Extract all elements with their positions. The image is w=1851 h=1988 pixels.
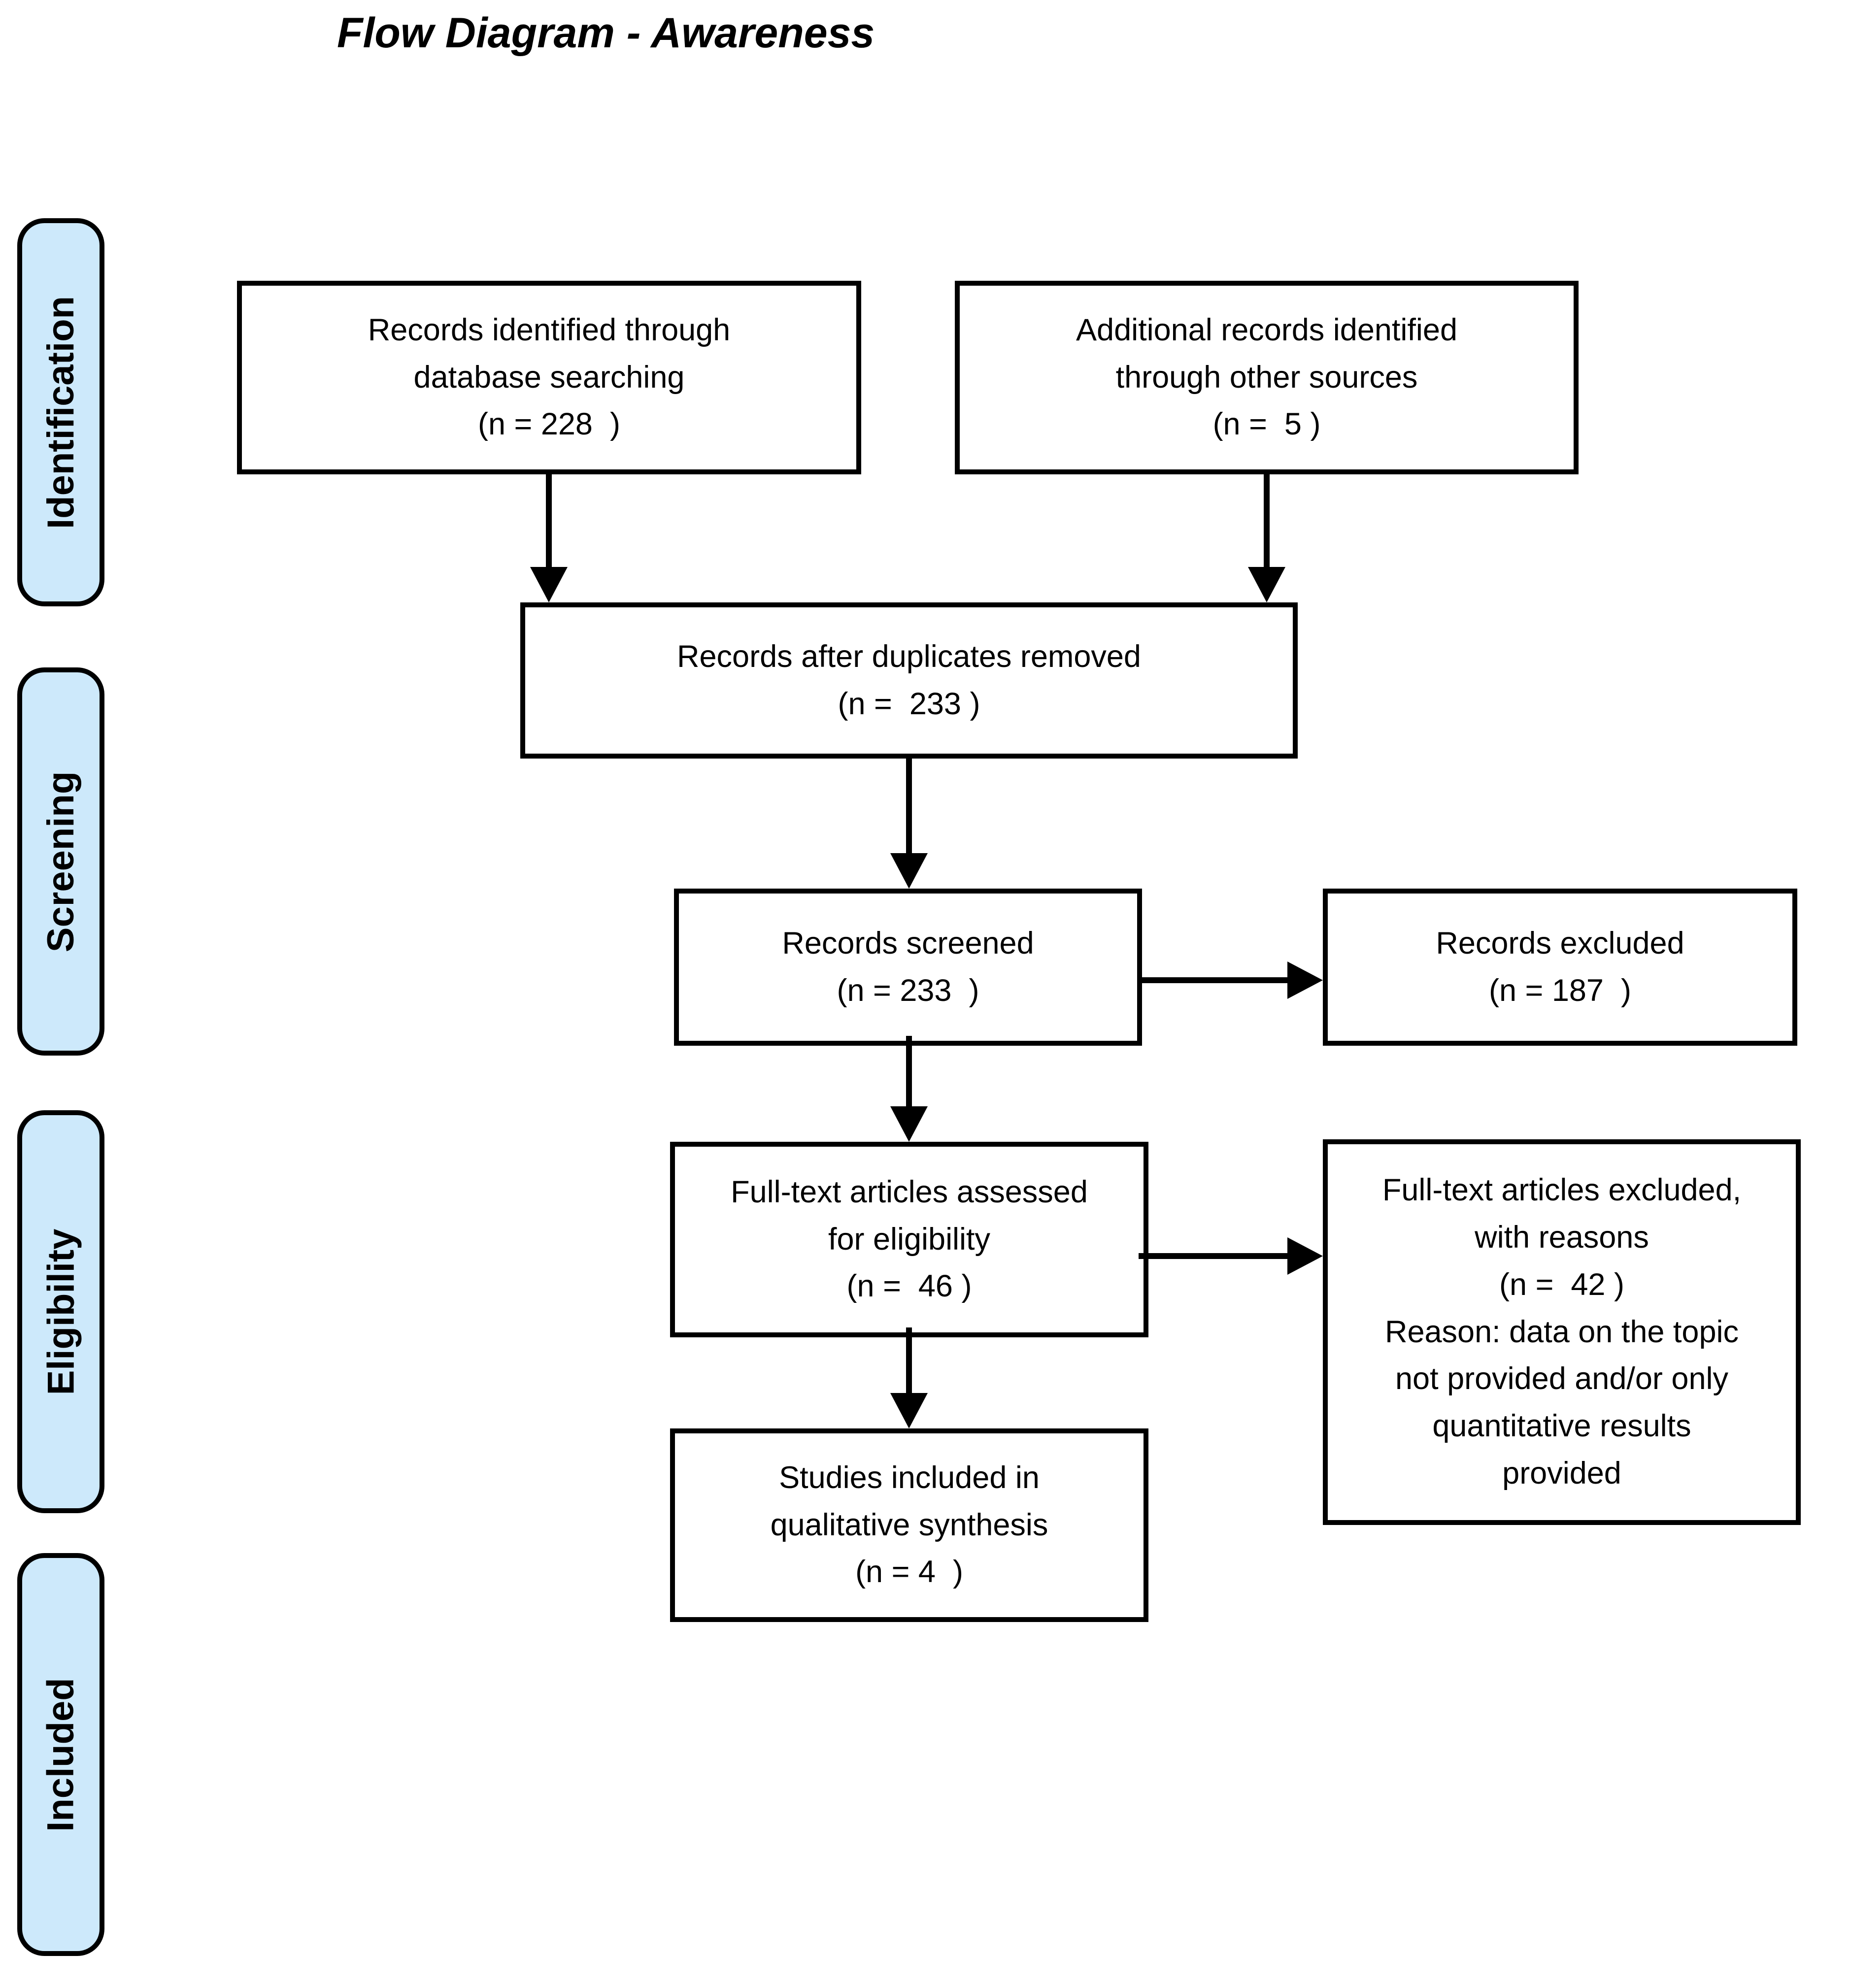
box-line: Records excluded — [1436, 926, 1684, 961]
box-line: (n = 4 ) — [855, 1555, 963, 1590]
box-line: Full-text articles excluded, — [1382, 1173, 1742, 1208]
arrow-head — [1248, 567, 1285, 602]
box-line: (n = 5 ) — [1212, 407, 1321, 442]
stage-eligibility: Eligibility — [17, 1110, 104, 1513]
box-line: through other sources — [1115, 360, 1418, 395]
stage-included: Included — [17, 1553, 104, 1956]
box-studies-included: Studies included in qualitative synthesi… — [670, 1428, 1148, 1622]
arrow-head — [890, 1106, 928, 1142]
box-line: (n = 233 ) — [838, 686, 980, 721]
box-line: database searching — [413, 360, 685, 395]
page-title: Flow Diagram - Awareness — [337, 9, 875, 57]
box-line: Records identified through — [368, 312, 731, 347]
box-line: (n = 46 ) — [846, 1269, 972, 1304]
box-records-screened: Records screened (n = 233 ) — [674, 889, 1142, 1046]
box-line: (n = 42 ) — [1499, 1267, 1624, 1302]
stage-label: Eligibility — [40, 1228, 82, 1395]
box-line: (n = 228 ) — [478, 407, 620, 442]
arrow-line — [1142, 977, 1290, 983]
arrow-head — [1287, 961, 1323, 999]
arrow-head — [530, 567, 568, 602]
arrow-line — [906, 759, 912, 857]
stage-identification: Identification — [17, 218, 104, 606]
stage-screening: Screening — [17, 667, 104, 1056]
box-line: (n = 233 ) — [837, 973, 979, 1008]
arrow-line — [546, 474, 552, 570]
box-additional-records: Additional records identified through ot… — [955, 281, 1579, 474]
box-line: Studies included in — [779, 1460, 1040, 1495]
stage-label: Included — [40, 1677, 82, 1832]
arrow-line — [1264, 474, 1270, 570]
box-line: (n = 187 ) — [1489, 973, 1631, 1008]
box-line: not provided and/or only — [1395, 1361, 1728, 1396]
arrow-line — [1139, 1253, 1290, 1259]
arrow-line — [906, 1327, 912, 1395]
box-fulltext-excluded: Full-text articles excluded, with reason… — [1323, 1139, 1801, 1525]
box-line: Reason: data on the topic — [1384, 1314, 1739, 1349]
box-line: for eligibility — [828, 1222, 991, 1257]
stage-label: Screening — [40, 771, 82, 952]
stage-label: Identification — [40, 296, 82, 529]
box-line: Additional records identified — [1076, 312, 1457, 347]
arrow-line — [906, 1036, 912, 1109]
arrow-head — [890, 853, 928, 889]
box-records-excluded: Records excluded (n = 187 ) — [1323, 889, 1797, 1046]
box-records-identified: Records identified through database sear… — [237, 281, 861, 474]
box-line: Full-text articles assessed — [731, 1174, 1088, 1209]
box-line: qualitative synthesis — [770, 1507, 1048, 1542]
box-fulltext-assessed: Full-text articles assessed for eligibil… — [670, 1142, 1148, 1337]
arrow-head — [890, 1393, 928, 1428]
box-line: with reasons — [1475, 1220, 1649, 1255]
box-duplicates-removed: Records after duplicates removed (n = 23… — [520, 602, 1298, 759]
box-line: quantitative results — [1432, 1409, 1691, 1444]
box-line: Records screened — [782, 926, 1034, 961]
box-line: Records after duplicates removed — [677, 639, 1141, 674]
box-line: provided — [1502, 1456, 1621, 1491]
arrow-head — [1287, 1237, 1323, 1275]
